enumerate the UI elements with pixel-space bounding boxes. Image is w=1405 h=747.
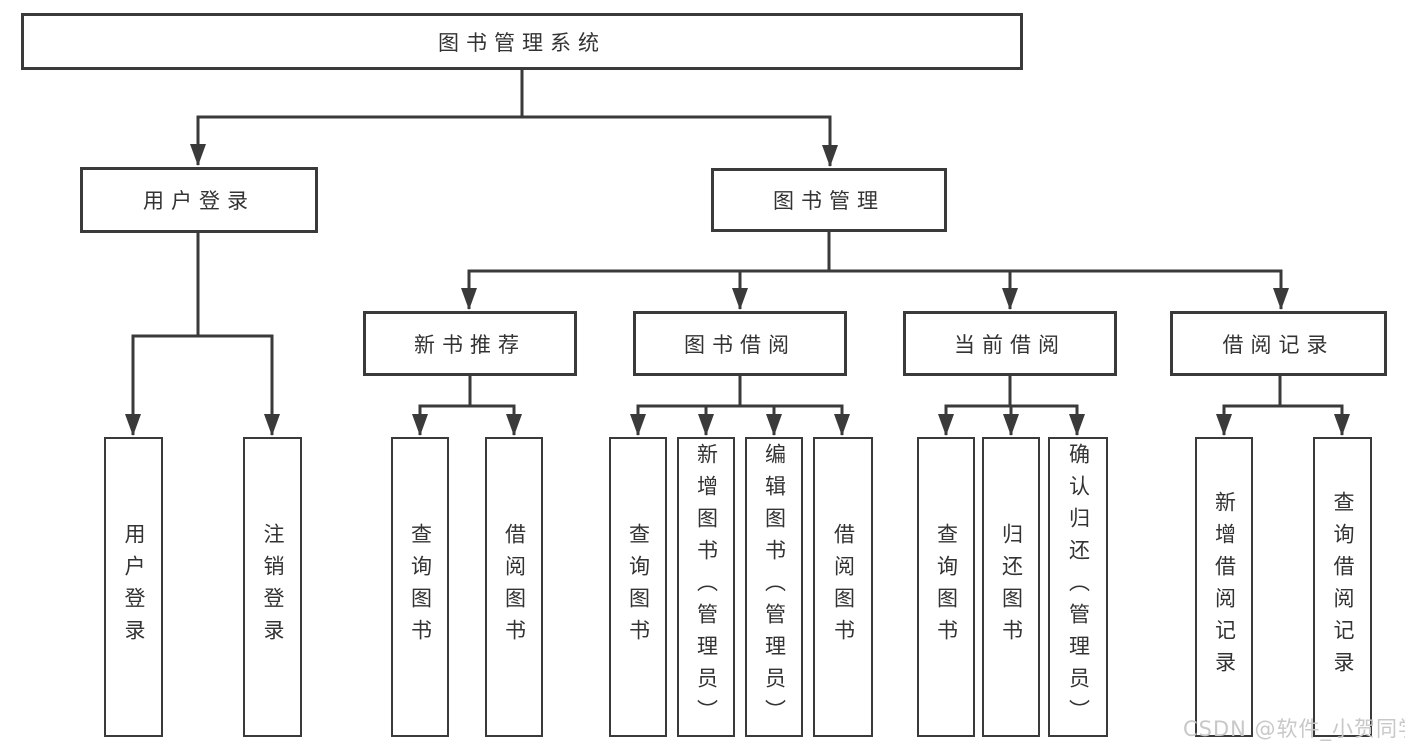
leaf-logout-label: 注销登录 — [261, 523, 285, 651]
leaf-borrow-books-borrow: 借阅图书 — [813, 437, 873, 737]
node-current-borrow: 当前借阅 — [903, 311, 1117, 376]
node-borrow-records: 借阅记录 — [1170, 311, 1387, 376]
leaf-add-borrow-record: 新增借阅记录 — [1195, 437, 1253, 737]
leaf-edit-book-admin-label: 编辑图书（管理员） — [762, 443, 787, 731]
leaf-return-book-label: 归还图书 — [999, 523, 1024, 651]
leaf-user-login-label: 用户登录 — [122, 523, 146, 651]
node-new-book-recommend: 新书推荐 — [363, 311, 577, 376]
node-new-book-recommend-label: 新书推荐 — [414, 332, 526, 357]
node-user-login: 用户登录 — [80, 167, 318, 233]
leaf-query-books-recommend-label: 查询图书 — [408, 523, 433, 651]
node-library-system: 图书管理系统 — [21, 13, 1023, 70]
leaf-query-books-current: 查询图书 — [917, 437, 975, 737]
leaf-confirm-return-admin-label: 确认归还（管理员） — [1066, 443, 1091, 731]
leaf-add-borrow-record-label: 新增借阅记录 — [1212, 491, 1237, 683]
leaf-return-book: 归还图书 — [982, 437, 1040, 737]
leaf-confirm-return-admin: 确认归还（管理员） — [1048, 437, 1108, 737]
leaf-query-borrow-record-label: 查询借阅记录 — [1331, 491, 1355, 683]
node-book-management-label: 图书管理 — [773, 189, 885, 213]
leaf-add-book-admin-label: 新增图书（管理员） — [694, 443, 719, 731]
leaf-user-login: 用户登录 — [104, 437, 163, 737]
leaf-borrow-books-recommend: 借阅图书 — [485, 437, 543, 737]
node-borrow-records-label: 借阅记录 — [1222, 332, 1335, 357]
leaf-add-book-admin: 新增图书（管理员） — [677, 437, 735, 737]
leaf-edit-book-admin: 编辑图书（管理员） — [745, 437, 803, 737]
leaf-borrow-books-borrow-label: 借阅图书 — [831, 523, 856, 651]
node-user-login-label: 用户登录 — [143, 189, 255, 213]
leaf-query-books-current-label: 查询图书 — [934, 523, 959, 651]
leaf-logout: 注销登录 — [243, 437, 302, 737]
node-library-system-label: 图书管理系统 — [438, 30, 606, 55]
watermark: CSDN @软件_小贺同学 — [1183, 717, 1405, 741]
leaf-query-books-borrow: 查询图书 — [609, 437, 667, 737]
leaf-query-books-recommend: 查询图书 — [391, 437, 449, 737]
node-book-borrow-label: 图书借阅 — [684, 332, 796, 357]
node-book-borrow: 图书借阅 — [633, 311, 847, 376]
leaf-query-books-borrow-label: 查询图书 — [626, 523, 651, 651]
leaf-borrow-books-recommend-label: 借阅图书 — [502, 523, 527, 651]
leaf-query-borrow-record: 查询借阅记录 — [1313, 437, 1372, 737]
node-current-borrow-label: 当前借阅 — [954, 332, 1066, 357]
node-book-management: 图书管理 — [711, 168, 947, 232]
